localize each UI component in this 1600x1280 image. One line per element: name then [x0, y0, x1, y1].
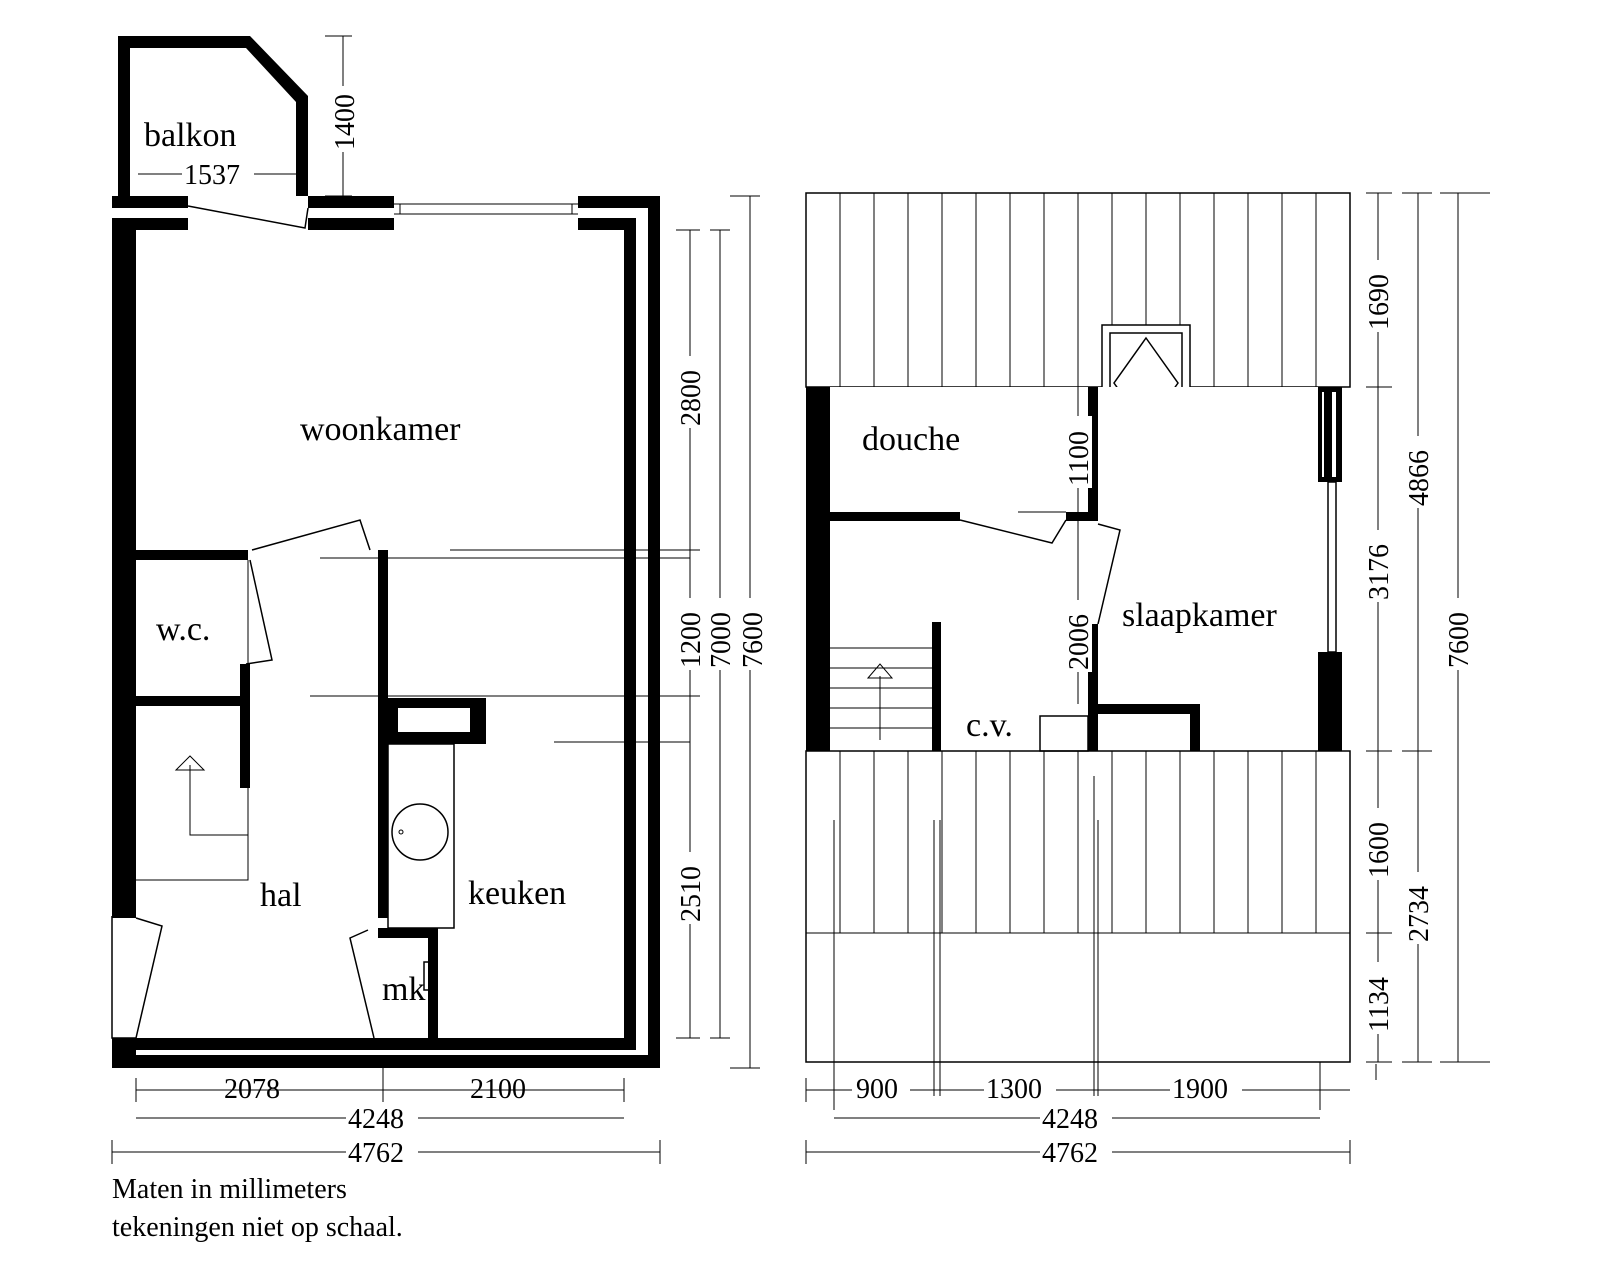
stair-arrow-icon — [174, 755, 206, 771]
dim-keuken-width: 2100 — [470, 1074, 526, 1105]
dim-outer-depth: 7600 — [738, 612, 769, 668]
dim-outer-width: 4762 — [348, 1138, 404, 1169]
outer-wall-right — [648, 196, 660, 1068]
room-label-balkon: balkon — [144, 117, 237, 154]
door-mk — [349, 929, 375, 1039]
outer-wall-top-mid — [308, 196, 394, 208]
dim-keuken-depth: 2510 — [676, 866, 707, 922]
outer-wall-left — [112, 218, 136, 918]
dim-roof-lower: 1600 — [1364, 822, 1395, 878]
dim-inner-depth: 7000 — [706, 612, 737, 668]
douche-wall-right — [1088, 387, 1098, 521]
balcony-door — [187, 205, 309, 229]
dim-roof-eave: 1134 — [1364, 977, 1395, 1032]
front-door — [111, 916, 163, 1039]
sink-bowl — [391, 803, 449, 861]
ground-floor-plan: balkon woonkamer w.c. hal keuken mk 1537… — [111, 35, 769, 1169]
dim-middle-depth: 1200 — [676, 612, 707, 668]
door-wc — [245, 559, 273, 665]
wc-wall-bottom — [136, 696, 248, 706]
slaapkamer-wall — [1088, 624, 1098, 751]
wc-wall-right — [240, 664, 250, 788]
dim-inner-width: 4248 — [348, 1104, 404, 1135]
dim-balkon-width: 1537 — [184, 160, 240, 191]
ff-stairs — [830, 647, 932, 740]
mk-vent — [423, 961, 433, 991]
dim-width-a: 900 — [856, 1074, 898, 1105]
first-floor-plan: douche slaapkamer c.v. 1100 2006 1690 48… — [805, 192, 1490, 1169]
note-scale: tekeningen niet op schaal. — [112, 1212, 403, 1243]
ff-wall-right-lower — [1318, 652, 1342, 751]
dim-ff-inner-width: 4248 — [1042, 1104, 1098, 1135]
note-units: Maten in millimeters — [112, 1174, 347, 1205]
dim-roof-bottom: 2734 — [1404, 886, 1435, 942]
dim-window-wall: 3176 — [1364, 544, 1395, 600]
inner-wall-bottom — [136, 1038, 636, 1050]
dim-width-c: 1900 — [1172, 1074, 1228, 1105]
dim-total-depth: 7600 — [1444, 612, 1475, 668]
cupboard-wall — [1098, 704, 1200, 714]
mk-wall-right — [428, 928, 438, 1038]
door-slaapkamer — [1097, 523, 1121, 625]
dim-landing-depth: 2006 — [1064, 614, 1095, 670]
dim-roof-top: 1690 — [1364, 274, 1395, 330]
door-douche — [959, 519, 1067, 544]
outer-wall-top-left — [112, 196, 188, 208]
outer-wall-top-right — [578, 196, 660, 208]
ff-window — [1327, 481, 1337, 653]
outer-wall-top-mid2 — [308, 218, 394, 230]
room-label-mk: mk — [382, 971, 425, 1008]
dim-douche-depth: 1100 — [1064, 431, 1095, 486]
room-label-douche: douche — [862, 421, 960, 458]
room-label-keuken: keuken — [468, 875, 566, 912]
room-label-slaapkamer: slaapkamer — [1122, 597, 1277, 634]
wc-wall-top — [136, 550, 248, 560]
outer-wall-top-left2 — [112, 218, 188, 230]
outer-wall-top-right2 — [578, 218, 636, 230]
dim-hal-width: 2078 — [224, 1074, 280, 1105]
sink-counter — [387, 743, 455, 929]
room-label-wc: w.c. — [156, 611, 210, 648]
room-label-woonkamer: woonkamer — [300, 411, 461, 448]
stair-wall — [932, 622, 941, 751]
ff-stair-arrow-icon — [866, 663, 894, 679]
mk-wall-top — [378, 928, 438, 938]
dim-ff-outer-width: 4762 — [1042, 1138, 1098, 1169]
dim-woonkamer-depth: 2800 — [676, 370, 707, 426]
door-woonkamer — [251, 519, 371, 551]
inner-wall-right — [624, 218, 636, 1038]
douche-wall-bottom — [830, 512, 960, 521]
first-floor-dimensions — [805, 192, 1490, 1164]
ff-wall-left — [806, 387, 830, 751]
outer-wall-bottom — [112, 1055, 660, 1068]
dim-width-b: 1300 — [986, 1074, 1042, 1105]
dim-floor-depth: 4866 — [1404, 450, 1435, 506]
room-label-cv: c.v. — [966, 707, 1013, 744]
room-label-hal: hal — [260, 877, 302, 914]
dim-balkon-depth: 1400 — [330, 94, 361, 150]
